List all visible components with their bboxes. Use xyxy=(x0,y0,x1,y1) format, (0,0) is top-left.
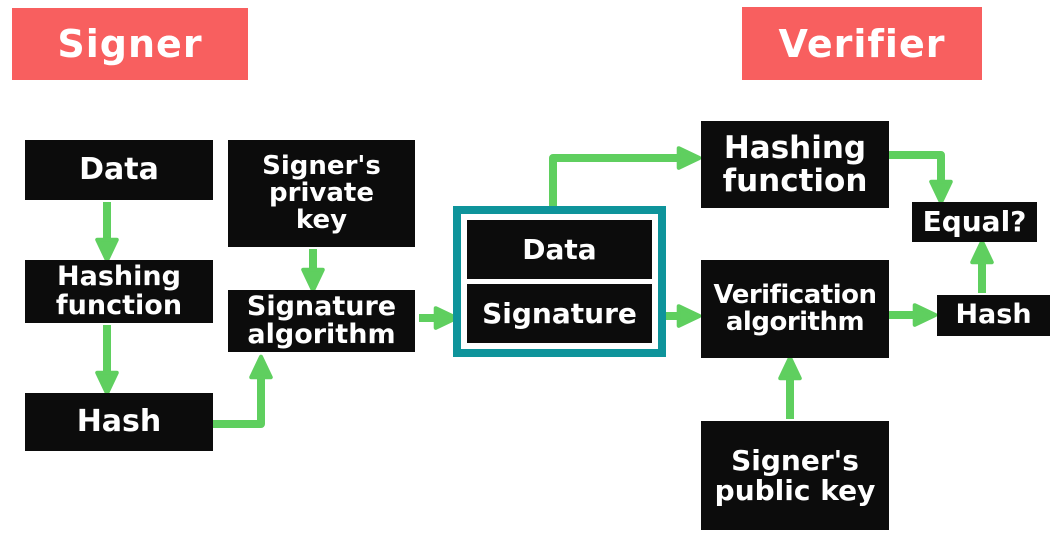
node-hash-signer: Hash xyxy=(25,393,213,451)
node-hashing-function-signer-label: Hashing function xyxy=(55,261,183,321)
banner-signer-label: Signer xyxy=(57,22,203,66)
arrow-packet-data-to-hashing-function-verifier xyxy=(549,146,702,212)
node-data-packet: Data xyxy=(467,220,652,279)
node-hashing-function-verifier: Hashing function xyxy=(701,121,889,208)
banner-verifier: Verifier xyxy=(742,7,982,80)
arrow-hash-to-signature-algorithm xyxy=(213,354,273,428)
node-hashing-function-signer: Hashing function xyxy=(25,260,213,323)
node-signature-packet: Signature xyxy=(467,284,652,343)
banner-verifier-label: Verifier xyxy=(778,21,946,66)
node-signers-public-key: Signer's public key xyxy=(701,421,889,530)
node-data-packet-label: Data xyxy=(522,233,597,266)
signed-packet-box: Data Signature xyxy=(453,206,666,357)
node-data-signer: Data xyxy=(25,140,213,200)
node-hash-signer-label: Hash xyxy=(76,404,162,440)
node-signature-algorithm: Signature algorithm xyxy=(228,290,415,352)
node-verification-algorithm: Verification algorithm xyxy=(701,260,889,358)
node-signature-algorithm-label: Signature algorithm xyxy=(246,290,397,350)
node-hashing-function-verifier-label: Hashing function xyxy=(722,129,868,199)
node-equal-label: Equal? xyxy=(922,205,1027,239)
banner-signer: Signer xyxy=(12,8,248,80)
node-signers-private-key-label: Signer's private key xyxy=(262,150,381,236)
node-signers-private-key: Signer's private key xyxy=(228,140,415,247)
node-equal: Equal? xyxy=(912,202,1037,242)
node-signers-public-key-label: Signer's public key xyxy=(714,444,876,507)
node-hash-verifier: Hash xyxy=(937,295,1050,336)
node-verification-algorithm-label: Verification algorithm xyxy=(713,279,877,337)
arrow-hashing-function-to-equal xyxy=(889,151,953,205)
node-signature-packet-label: Signature xyxy=(482,297,637,330)
node-data-signer-label: Data xyxy=(79,152,159,188)
node-hash-verifier-label: Hash xyxy=(955,299,1032,331)
